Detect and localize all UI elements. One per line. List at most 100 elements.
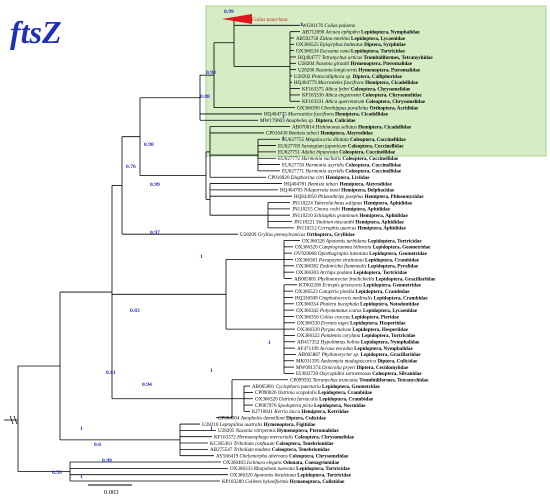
leaf-label: KJ710841 Kerria lacca Hemiptera, Kerriid…	[252, 409, 349, 415]
support-value: 0.6	[94, 442, 101, 448]
leaf-label: HQ404775 Macrosteles fascifrons Hemipter…	[264, 111, 389, 118]
leaf-label: WG81176 Colias palaeno	[302, 23, 356, 29]
support-value: 0.97	[150, 230, 160, 236]
leaf-label: AY566419 Chelymorpha alternans Coleopter…	[216, 453, 349, 459]
root-break-mark	[13, 415, 18, 425]
leaf-label: MW179603 Anopheles sp. Diptera, Culicida…	[260, 118, 356, 124]
support-value: 1	[282, 136, 285, 142]
leaf-label: OV920068 Opisthograptis luteolata Lepido…	[294, 251, 428, 257]
leaf-label: JN110212 Cervaphis quercus Hemiptera, Ap…	[296, 226, 407, 232]
leaf-label: OX366534 Eucosma cana Lepidoptera, Tortr…	[296, 48, 406, 54]
leaf-label: AF471199 Acraea encedon Lepidoptera, Nym…	[297, 346, 413, 352]
leaf-label: KF163375 Altica lythri Coleoptera, Chrys…	[302, 86, 411, 92]
support-value: 1	[200, 254, 203, 260]
leaf-label: OX366339 Pyrgus malvae Lepidoptera, Hesp…	[297, 327, 409, 333]
leaf-label: EU627772 Harmonia eucharis Coleoptera, C…	[278, 156, 399, 162]
leaf-label: HQ404781 Bemisia tabaci Hemiptera, Aleyr…	[284, 181, 393, 187]
leaf-label: U28205 Nasonia vitripennis Hymenoptera, …	[218, 428, 339, 434]
leaf-label: OX366333 Rhopobota naevana Lepidoptera, …	[230, 466, 351, 472]
leaf-label: EU627755 Megalocaria dilatata Coleoptera…	[282, 137, 407, 143]
highlight-box	[205, 5, 547, 157]
leaf-label: KF163330 Altica engstroemi Coleoptera, C…	[302, 93, 422, 99]
leaf-label: AB275547 Tribolium madens Coleoptera, Te…	[210, 447, 330, 453]
leaf-label: KP183289 Colletes hylaeiformis Hymenopte…	[222, 478, 345, 485]
leaf-label: CP016430 Bemisia tabaci Hemiptera, Aleyr…	[266, 131, 373, 137]
figure-title: ftsZ	[10, 14, 62, 50]
support-value: 0.99	[224, 9, 234, 15]
leaf-label: KF163372 Hermaeophaga mercurialis Coleop…	[214, 434, 355, 440]
leaf-label: OX366342 Polyommatus icarus Lepidoptera,…	[296, 308, 418, 314]
support-value: 0.99	[102, 458, 112, 464]
support-value: 1	[80, 426, 83, 432]
leaf-label: MW091374 Ornicolia pryeri Diptera, Cecid…	[296, 365, 409, 371]
leaf-label: EU692720 Oxycopidini sarmentosus Coleopt…	[296, 371, 422, 377]
support-value: 0.98	[144, 142, 154, 148]
support-value: 1	[210, 368, 213, 374]
leaf-label: AB592758 Zizina emelina Lepidoptera, Lyc…	[296, 36, 406, 42]
leaf-label: EU627769 Sarangium japonicum Coleoptera,…	[278, 143, 404, 149]
leaf-label: HQ643050 Phlaeothrips josephus Hemiptera…	[294, 194, 424, 200]
leaf-label: HQ404777 Tetranychus urticae Trombidifor…	[298, 55, 433, 61]
leaf-label: OX366320 Apotomis betuletana Lepidoptera…	[230, 472, 352, 478]
leaf-label: OX366354 Phalera bucephala Lepidoptera, …	[296, 302, 420, 308]
leaf-label: KC305361 Tribolium confusum Coleoptera, …	[210, 440, 334, 447]
leaf-label: U28209 Gryllus pennsylvanicus Orthoptera…	[240, 232, 355, 238]
support-value: 1	[300, 22, 303, 28]
leaf-label: KT002206 Ectropis grisescens Lepidoptera…	[299, 283, 422, 289]
leaf-label: OX366320 Ostrinia furnacalis Lepidoptera…	[255, 396, 374, 403]
leaf-label: OX366403 Ischnura elegans Odonata, Coena…	[223, 460, 340, 466]
leaf-label: U28204 Nasonia giraulti Hymenoptera, Pte…	[298, 61, 413, 67]
leaf-label: U28210 Leptopilina australis Hymenoptera…	[202, 422, 316, 428]
leaf-label: AB070014 Hishimonus sellatus Hemiptera, …	[292, 124, 412, 130]
leaf-label: JN110224 Tuberolachnus salignus Hemipter…	[292, 200, 413, 206]
leaf-label: CP090026 Ostrinia scapulalis Lepidoptera…	[255, 390, 373, 396]
support-value: 0.98	[206, 70, 216, 76]
support-value: 1	[282, 114, 285, 120]
support-value: 0.76	[126, 164, 136, 170]
leaf-label: OX366381 Parapoynx stratiotata Lepidopte…	[295, 257, 420, 263]
collapsed-clade-triangle	[222, 14, 252, 24]
support-value: 0.99	[150, 182, 160, 188]
leaf-label: JN110210 Schizaphis graminum Hemiptera, …	[292, 213, 408, 219]
leaf-label: AB065881 Cyclophora punctaria Lepidopter…	[252, 384, 381, 390]
scale-bar-label: 0.003	[104, 489, 119, 496]
support-value: 0.59	[52, 470, 62, 476]
leaf-label: JN110215 Cinara cedri Hemiptera, Aphidid…	[292, 207, 391, 213]
support-value: 0.88	[200, 94, 210, 100]
support-value: 0.81	[106, 370, 116, 376]
leaf-label: OX366328 Apotomis turbidana Lepidoptera,…	[302, 238, 422, 244]
leaf-label: EU627750 Harmonia axyridis Coleoptera, C…	[282, 162, 402, 168]
leaf-label: CP067976 Spodoptera picta Lepidoptera, N…	[255, 403, 366, 409]
leaf-label: AB005887 Phyllonorycter sp. Lepidoptera,…	[298, 352, 421, 358]
leaf-label: CP084004 Anopheles demeilloni Diptera, C…	[218, 416, 327, 422]
support-value: 1	[268, 340, 271, 346]
leaf-label: AB005881 Phyllonorycter froelichiella Le…	[294, 275, 436, 282]
leaf-label: U28202 Protocalliphora sp. Diptera, Call…	[294, 74, 403, 80]
leaf-label: OX366523 Catoptria pinella Lepidoptera, …	[295, 289, 410, 295]
support-value: 0.83	[130, 308, 140, 314]
leaf-label: EU627771 Harmonia axyridis Coleoptera, C…	[282, 169, 402, 175]
leaf-label: HQ336508 Cnaphalocrocis medinalis Lepido…	[295, 295, 428, 301]
leaf-label: CP099592 Tetranychus truncatus Trombidif…	[290, 378, 429, 384]
support-value: 1	[210, 426, 213, 432]
leaf-label: OX366320 Camptogramma bilineata Lepidopt…	[295, 245, 431, 251]
leaf-label: EU627751 Adalia bipunctata Coleoptera, C…	[278, 150, 396, 156]
leaf-label: U28206 Nasonia longicornis Hymenoptera, …	[298, 67, 421, 73]
leaf-label: AB417352 Hypolimnas bolina Lepidoptera, …	[297, 340, 420, 346]
leaf-label: MK031395 Aedeomyia madagascarica Diptera…	[296, 359, 418, 365]
leaf-label: OX366525 Episyrphus balteatus Diptera, S…	[296, 42, 406, 48]
leaf-label: OX366330 Erynnis tages Lepidoptera, Hesp…	[297, 321, 406, 327]
leaf-label: KF163331 Altica quercetorum Coleoptera, …	[302, 99, 426, 105]
leaf-label: HQ404783 Nilaparvata nuxii Hemiptera, De…	[280, 188, 395, 194]
leaf-label: OX366390 Chorthippus parallelus Orthopte…	[297, 105, 419, 111]
support-value: 0.94	[142, 382, 152, 388]
leaf-label: Colias tamerlana	[252, 17, 288, 23]
leaf-label: CP016820 Diaphorina citri Hemiptera, Liv…	[268, 175, 370, 181]
leaf-label: OX366382 Endotricha flammealis Lepidopte…	[296, 263, 419, 270]
root-break-mark	[9, 415, 14, 425]
support-value: 1	[80, 474, 83, 480]
leaf-label: OX366322 Pandemis corylana Lepidoptera, …	[297, 333, 416, 339]
leaf-label: OX366356 Colias croceus Lepidoptera, Pie…	[296, 314, 400, 320]
leaf-label: JN110221 Sitobion miscanthi Hemiptera, A…	[294, 219, 404, 225]
